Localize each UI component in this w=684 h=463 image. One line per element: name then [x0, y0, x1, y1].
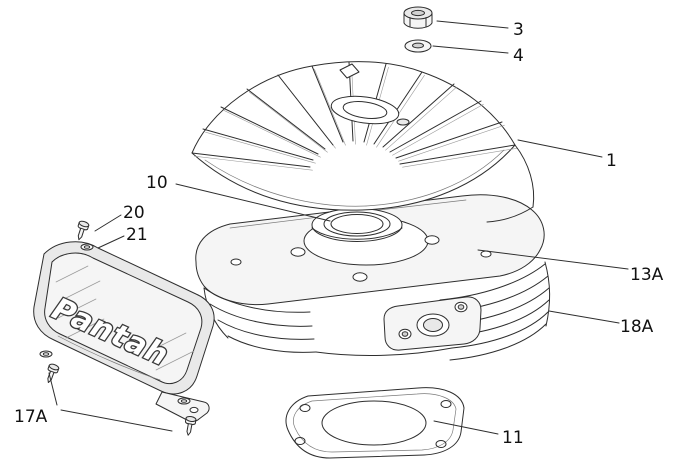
leader-line-18A [548, 310, 620, 324]
gasket-outer [285, 387, 465, 459]
leader-line-13A [477, 249, 629, 270]
gasket-inner [293, 393, 457, 453]
leader-line-4 [432, 45, 509, 54]
callout-20: 20 [123, 203, 145, 223]
callout-13A: 13A [630, 265, 664, 285]
leader-line-17A-lower [60, 409, 173, 432]
callout-17A: 17A [14, 407, 48, 427]
side-cover-inner [44, 252, 203, 384]
cover-screw-left [47, 363, 60, 384]
base-gasket-drawing [285, 387, 465, 459]
head-stud-hole [396, 118, 410, 126]
leader-line-1 [517, 139, 603, 158]
callout-18A: 18A [620, 317, 654, 337]
head-silhouette [191, 61, 516, 211]
side-cover-hatching [55, 265, 195, 371]
exhaust-flange-drawing [383, 296, 482, 351]
leader-line-3 [436, 20, 509, 29]
cylinder-barrel-drawing [195, 194, 551, 361]
head-fins [191, 61, 516, 168]
leader-lines [48, 20, 629, 435]
cover-screw-top [77, 220, 90, 241]
cover-screw-right [184, 415, 197, 436]
callout-10: 10 [146, 173, 168, 193]
callout-4: 4 [513, 46, 524, 66]
callout-21: 21 [126, 225, 148, 245]
callout-11: 11 [502, 428, 524, 448]
leader-line-21 [97, 235, 125, 249]
leader-line-10 [175, 183, 331, 222]
hex-nut-drawing [403, 6, 433, 29]
callout-1: 1 [606, 151, 617, 171]
cover-washer-right [177, 397, 191, 405]
gasket-bore [321, 400, 427, 446]
washer-drawing [404, 39, 432, 53]
leader-line-20 [94, 214, 122, 232]
fasteners-drawing [39, 220, 197, 436]
cover-washer-top [80, 243, 94, 251]
side-cover-drawing: Pantah [33, 241, 215, 422]
leader-line-17A-upper [48, 372, 58, 406]
callout-3: 3 [513, 20, 524, 40]
cylinder-head-drawing [191, 61, 535, 223]
callout-labels: 3 4 1 10 20 21 13A 18A 17A 11 [14, 20, 664, 448]
leader-line-11 [433, 420, 499, 435]
barrel-fins-left [203, 287, 317, 353]
cover-washer-left [39, 350, 53, 358]
side-cover-tab [155, 391, 210, 422]
